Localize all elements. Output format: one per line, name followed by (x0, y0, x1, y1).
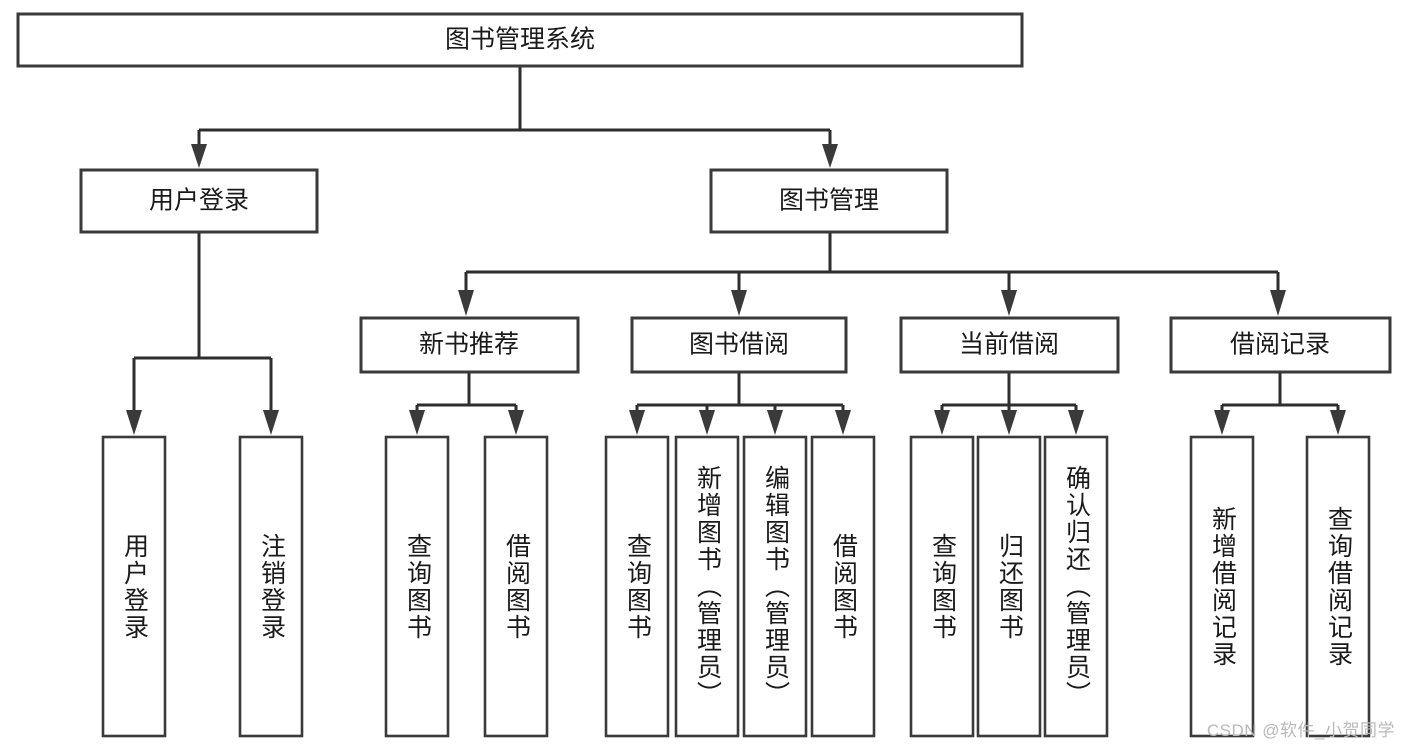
leaf-label-borrowrecord-1: 查询借阅记录 (1324, 505, 1353, 668)
arrow-cb-c1 (934, 410, 950, 435)
leaf-label-fo-user-login-0: 用户登录 (120, 532, 149, 641)
arrow-nb-c1 (409, 410, 425, 435)
leaf-label-bookborrow-3: 借阅图书 (829, 532, 858, 641)
leaf-label-bookborrow-2: 编辑图书（管理员） (761, 465, 790, 708)
node-book-manage[interactable]: 图书管理 (709, 168, 949, 234)
node-borrow-record-box[interactable] (1169, 316, 1392, 374)
node-borrow-record[interactable]: 借阅记录 (1169, 316, 1392, 374)
arrow-bm-c3 (1001, 290, 1017, 316)
leaf-label-borrowrecord-0: 新增借阅记录 (1208, 505, 1237, 668)
node-book-borrow[interactable]: 图书借阅 (630, 316, 848, 374)
node-user-login[interactable]: 用户登录 (79, 168, 319, 234)
node-current-borrow-label: 当前借阅 (959, 331, 1059, 359)
node-user-login-label: 用户登录 (149, 187, 249, 215)
leaf-label-fo-newbook-1: 借阅图书 (502, 532, 531, 641)
arrow-ul-c1 (126, 410, 142, 435)
node-new-book-recommend-box[interactable] (359, 316, 580, 374)
leaf-box-bookborrow-2[interactable] (742, 435, 808, 738)
leaf-box-currentborrow-1[interactable] (976, 435, 1042, 738)
leaf-box-user-login-1[interactable] (238, 435, 304, 738)
leaf-box-newbook-0[interactable] (384, 435, 450, 738)
leaf-label-fo-bookborrow-0: 查询图书 (623, 532, 652, 641)
leaf-label-bookborrow-1: 新增图书（管理员） (693, 465, 722, 708)
leaf-box-user-login-0[interactable] (101, 435, 167, 738)
leaf-label-currentborrow-2: 确认归还（管理员） (1062, 465, 1091, 708)
arrow-bm-c4 (1270, 290, 1286, 316)
node-root[interactable]: 图书管理系统 (16, 12, 1024, 68)
arrow-br-c2 (1330, 410, 1346, 435)
node-user-login-box[interactable] (79, 168, 319, 234)
leaf-label-fo-currentborrow-0: 查询图书 (928, 532, 957, 641)
node-root-box[interactable] (16, 12, 1024, 68)
leaf-box-bookborrow-3[interactable] (810, 435, 876, 738)
arrow-bb-c4 (835, 410, 851, 435)
leaf-label-user-login-0: 用户登录 (120, 532, 149, 641)
arrow-bb-c2 (699, 410, 715, 435)
node-book-borrow-label: 图书借阅 (689, 331, 789, 359)
node-current-borrow[interactable]: 当前借阅 (899, 316, 1120, 374)
arrow-bm-c2 (731, 290, 747, 316)
arrow-cb-c2 (1001, 410, 1017, 435)
node-current-borrow-box[interactable] (899, 316, 1120, 374)
leaf-label-currentborrow-0: 查询图书 (928, 532, 957, 641)
leaf-box-currentborrow-0[interactable] (909, 435, 975, 738)
arrow-nb-c2 (508, 410, 524, 435)
leaf-label-fo-bookborrow-3: 借阅图书 (829, 532, 858, 641)
leaf-box-borrowrecord-0[interactable] (1189, 435, 1255, 738)
leaf-label-fo-bookborrow-1: 新增图书（管理员） (693, 465, 722, 708)
arrow-br-c1 (1214, 410, 1230, 435)
leaf-box-bookborrow-1[interactable] (674, 435, 740, 738)
leaf-box-currentborrow-2[interactable] (1043, 435, 1109, 738)
nodes-layer: 图书管理系统 用户登录 图书管理 新书推荐 图书借阅 当前 (16, 12, 1392, 738)
leaf-label-newbook-0: 查询图书 (403, 532, 432, 641)
leaf-labels-layer: 用户登录 注销登录 查询图书 借阅图书 查询图书 新增图书（管理员） 编辑图书（… (120, 465, 1353, 708)
arrow-bb-c3 (767, 410, 783, 435)
edges-layer (126, 66, 1346, 435)
node-new-book-recommend[interactable]: 新书推荐 (359, 316, 580, 374)
leaf-label-fo-currentborrow-2: 确认归还（管理员） (1062, 465, 1091, 708)
node-book-borrow-box[interactable] (630, 316, 848, 374)
leaf-label-bookborrow-0: 查询图书 (623, 532, 652, 641)
node-root-label: 图书管理系统 (445, 26, 595, 54)
node-book-manage-label: 图书管理 (779, 187, 879, 215)
leaf-label-fo-bookborrow-2: 编辑图书（管理员） (761, 465, 790, 708)
leaf-label-fo-newbook-0: 查询图书 (403, 532, 432, 641)
arrow-cb-c3 (1068, 410, 1084, 435)
leaf-label-fo-borrowrecord-1: 查询借阅记录 (1324, 505, 1353, 668)
leaf-label-fo-currentborrow-1: 归还图书 (995, 532, 1024, 641)
leaf-label-fo-user-login-1: 注销登录 (257, 532, 286, 641)
arrow-bb-c1 (629, 410, 645, 435)
arrow-to-book-manage (822, 144, 838, 168)
leaf-label-newbook-1: 借阅图书 (502, 532, 531, 641)
leaf-box-borrowrecord-1[interactable] (1305, 435, 1371, 738)
leaf-label-currentborrow-1: 归还图书 (995, 532, 1024, 641)
arrow-ul-c2 (263, 410, 279, 435)
node-borrow-record-label: 借阅记录 (1230, 331, 1330, 359)
leaf-label-user-login-1: 注销登录 (257, 532, 286, 641)
leaf-label-fo-borrowrecord-0: 新增借阅记录 (1208, 505, 1237, 668)
arrow-to-user-login (191, 144, 207, 168)
leaf-box-newbook-1[interactable] (483, 435, 549, 738)
node-book-manage-box[interactable] (709, 168, 949, 234)
arrow-bm-c1 (458, 290, 474, 316)
leaf-box-bookborrow-0[interactable] (604, 435, 670, 738)
node-new-book-recommend-label: 新书推荐 (419, 331, 519, 359)
